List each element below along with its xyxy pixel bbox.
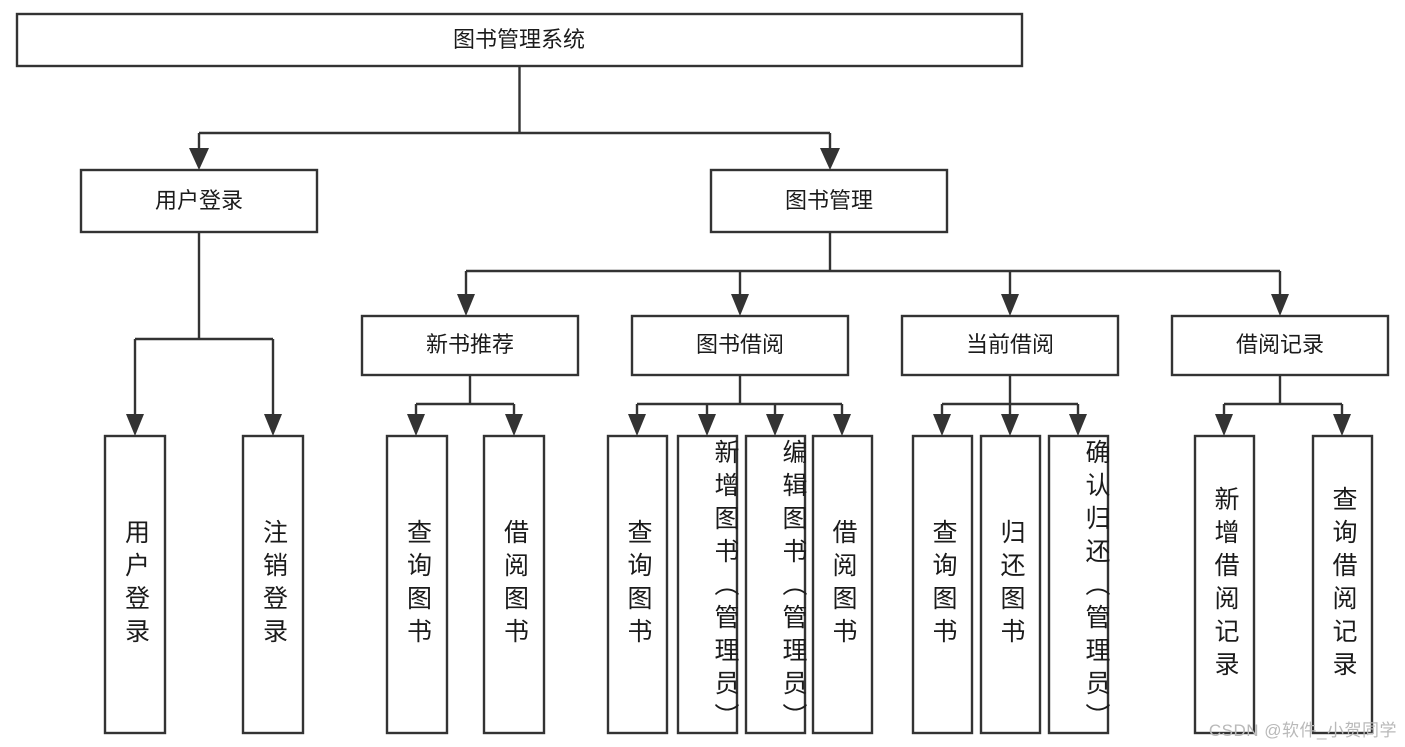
node-current-borrow[interactable]: 当前借阅 (900, 314, 1120, 377)
node-root[interactable]: 图书管理系统 (15, 12, 1024, 68)
arrow-to-leaf-add-book (698, 414, 716, 436)
node-new-book-rec[interactable]: 新书推荐 (360, 314, 580, 377)
node-new-book-rec-label: 新书推荐 (426, 332, 514, 357)
node-user-login-label: 用户登录 (155, 188, 243, 213)
connector-layer (126, 66, 1351, 436)
node-root-label: 图书管理系统 (453, 27, 585, 52)
arrow-to-leaf-query-book-3 (933, 414, 951, 436)
arrow-to-leaf-add-record (1215, 414, 1233, 436)
node-leaf-add-record-box[interactable] (1193, 434, 1256, 735)
arrow-to-leaf-borrow-book-2 (833, 414, 851, 436)
node-book-manage-box[interactable] (709, 168, 949, 234)
arrow-to-leaf-query-book-2 (628, 414, 646, 436)
node-book-manage-label: 图书管理 (785, 188, 873, 213)
node-leaf-query-record-box[interactable] (1311, 434, 1374, 735)
node-leaf-return-book-box[interactable] (979, 434, 1042, 735)
arrow-to-borrow-record (1271, 294, 1289, 316)
node-leaf-query-book-3-box[interactable] (911, 434, 974, 735)
arrow-to-leaf-edit-book (766, 414, 784, 436)
node-current-borrow-box[interactable] (900, 314, 1120, 377)
node-borrow-record[interactable]: 借阅记录 (1170, 314, 1390, 377)
arrow-to-current-borrow (1001, 294, 1019, 316)
arrow-to-leaf-query-book-1 (407, 414, 425, 436)
node-book-manage[interactable]: 图书管理 (709, 168, 949, 234)
node-book-borrow-label: 图书借阅 (696, 332, 784, 357)
node-leaf-query-book-1-box[interactable] (385, 434, 449, 735)
node-leaf-query-book-2-box[interactable] (606, 434, 669, 735)
arrow-to-leaf-confirm-return (1069, 414, 1087, 436)
node-user-login[interactable]: 用户登录 (79, 168, 319, 234)
node-borrow-record-box[interactable] (1170, 314, 1390, 377)
node-leaf-confirm-return-box[interactable] (1047, 434, 1110, 735)
node-new-book-rec-box[interactable] (360, 314, 580, 377)
arrow-to-leaf-query-record (1333, 414, 1351, 436)
arrow-to-book-manage (820, 148, 840, 170)
arrow-to-leaf-return-book (1001, 414, 1019, 436)
node-book-borrow-box[interactable] (630, 314, 850, 377)
node-leaf-borrow-book-2-box[interactable] (811, 434, 874, 735)
node-leaf-logout-box[interactable] (241, 434, 305, 735)
node-borrow-record-label: 借阅记录 (1236, 332, 1324, 357)
leaf-layer (103, 434, 1374, 735)
arrow-to-leaf-logout (264, 414, 282, 436)
arrow-to-new-book-rec (457, 294, 475, 316)
arrow-to-leaf-user-login (126, 414, 144, 436)
node-user-login-box[interactable] (79, 168, 319, 234)
node-root-box[interactable] (15, 12, 1024, 68)
node-book-borrow[interactable]: 图书借阅 (630, 314, 850, 377)
node-leaf-edit-book-box[interactable] (744, 434, 807, 735)
node-current-borrow-label: 当前借阅 (966, 332, 1054, 357)
arrow-to-user-login (189, 148, 209, 170)
node-leaf-user-login-box[interactable] (103, 434, 167, 735)
node-leaf-add-book-box[interactable] (676, 434, 739, 735)
arrow-to-book-borrow (731, 294, 749, 316)
arrow-to-leaf-borrow-book-1 (505, 414, 523, 436)
node-leaf-borrow-book-1-box[interactable] (482, 434, 546, 735)
